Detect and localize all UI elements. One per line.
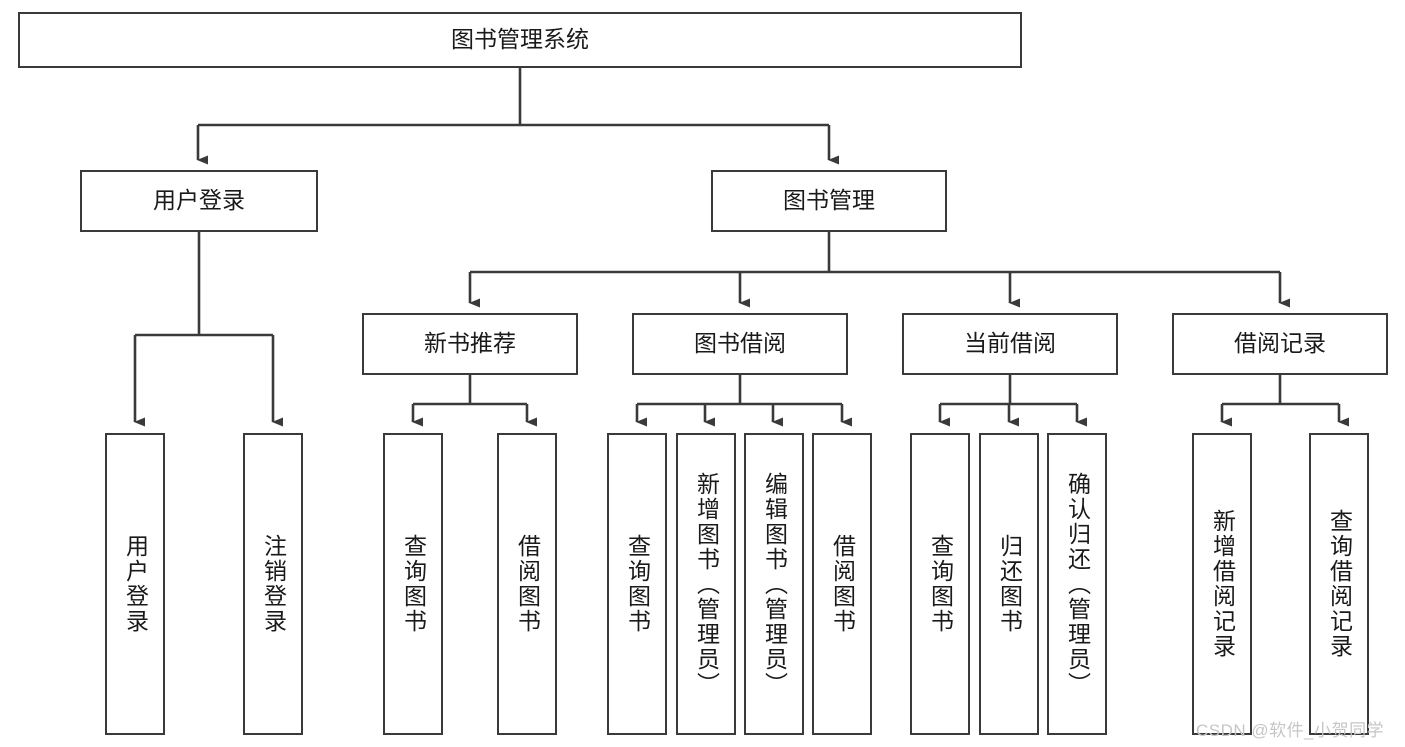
node-book-borrow[interactable]: 图书借阅	[632, 313, 848, 375]
node-user-login-label: 用户登录	[153, 187, 245, 214]
node-leaf-borrow-book-1[interactable]: 借阅图书	[497, 433, 557, 735]
node-leaf-edit-book[interactable]: 编辑图书（管理员）	[744, 433, 804, 735]
node-leaf-add-record[interactable]: 新增借阅记录	[1192, 433, 1252, 735]
node-leaf-add-book[interactable]: 新增图书（管理员）	[676, 433, 736, 735]
node-book-manage[interactable]: 图书管理	[711, 170, 947, 232]
node-leaf-confirm-return[interactable]: 确认归还（管理员）	[1047, 433, 1107, 735]
node-leaf-return-book[interactable]: 归还图书	[979, 433, 1039, 735]
node-leaf-query-book-2-label: 查询图书	[624, 534, 651, 634]
node-leaf-query-record[interactable]: 查询借阅记录	[1309, 433, 1369, 735]
node-root-label: 图书管理系统	[451, 26, 589, 53]
node-leaf-return-book-label: 归还图书	[996, 534, 1023, 634]
node-new-book-recommend-label: 新书推荐	[424, 330, 516, 357]
node-leaf-query-book-1-label: 查询图书	[400, 534, 427, 634]
node-book-manage-label: 图书管理	[783, 187, 875, 214]
node-current-borrow-label: 当前借阅	[964, 330, 1056, 357]
node-leaf-logout-login[interactable]: 注销登录	[243, 433, 303, 735]
node-leaf-edit-book-label: 编辑图书（管理员）	[761, 471, 788, 697]
node-leaf-query-book-3[interactable]: 查询图书	[910, 433, 970, 735]
node-book-borrow-label: 图书借阅	[694, 330, 786, 357]
watermark-text: CSDN @软件_小贺同学	[1196, 721, 1385, 740]
node-new-book-recommend[interactable]: 新书推荐	[362, 313, 578, 375]
node-leaf-user-login[interactable]: 用户登录	[105, 433, 165, 735]
node-leaf-query-book-3-label: 查询图书	[927, 534, 954, 634]
node-leaf-borrow-book-2[interactable]: 借阅图书	[812, 433, 872, 735]
node-leaf-borrow-book-2-label: 借阅图书	[829, 534, 856, 634]
node-leaf-add-record-label: 新增借阅记录	[1209, 509, 1236, 659]
node-leaf-user-login-label: 用户登录	[122, 534, 149, 634]
node-leaf-query-book-1[interactable]: 查询图书	[383, 433, 443, 735]
node-leaf-query-record-label: 查询借阅记录	[1326, 509, 1353, 659]
node-leaf-add-book-label: 新增图书（管理员）	[693, 471, 720, 697]
node-leaf-borrow-book-1-label: 借阅图书	[514, 534, 541, 634]
node-leaf-logout-login-label: 注销登录	[260, 534, 287, 634]
node-leaf-confirm-return-label: 确认归还（管理员）	[1064, 471, 1091, 697]
node-borrow-record[interactable]: 借阅记录	[1172, 313, 1388, 375]
node-user-login[interactable]: 用户登录	[80, 170, 318, 232]
node-borrow-record-label: 借阅记录	[1234, 330, 1326, 357]
node-current-borrow[interactable]: 当前借阅	[902, 313, 1118, 375]
node-root[interactable]: 图书管理系统	[18, 12, 1022, 68]
node-leaf-query-book-2[interactable]: 查询图书	[607, 433, 667, 735]
